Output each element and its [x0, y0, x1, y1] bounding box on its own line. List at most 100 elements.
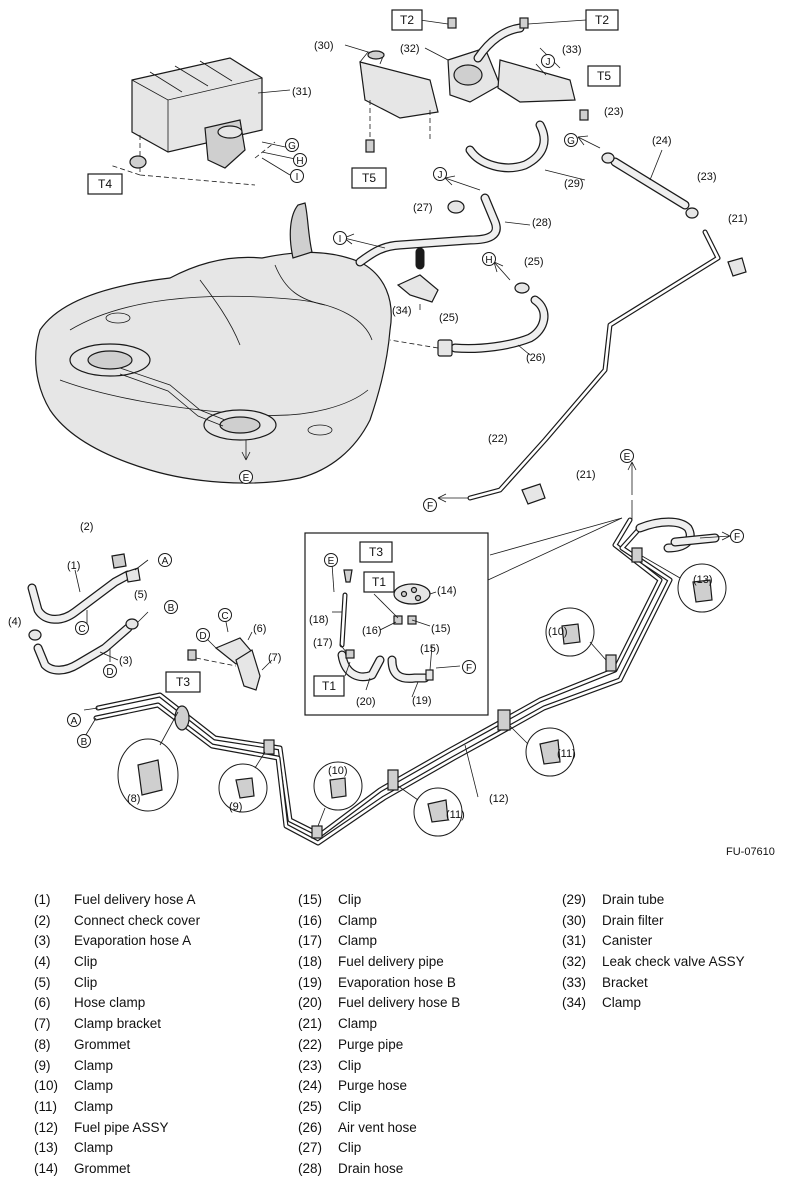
legend-item: (33)Bracket — [562, 973, 745, 994]
legend-item-number: (9) — [34, 1057, 51, 1073]
clip-4 — [28, 629, 42, 641]
legend-item-name: Clip — [338, 1140, 362, 1156]
svg-text:T3: T3 — [176, 675, 190, 689]
legend-item-name: Clip — [338, 1057, 362, 1073]
legend-item: (18)Fuel delivery pipe — [298, 952, 460, 973]
callout-11-left: (11) — [446, 809, 465, 821]
callout-1: (1) — [67, 560, 80, 572]
legend-item-number: (2) — [34, 912, 51, 928]
callout-21-lower: (21) — [576, 469, 596, 481]
legend-item-name: Clip — [338, 1098, 362, 1114]
callout-9: (9) — [229, 801, 242, 813]
legend-item-name: Air vent hose — [338, 1119, 417, 1135]
svg-text:F: F — [466, 663, 472, 674]
svg-text:I: I — [339, 234, 342, 245]
legend-item: (16)Clamp — [298, 911, 460, 932]
figure-code: FU-07610 — [726, 846, 775, 858]
svg-text:D: D — [106, 667, 113, 678]
callout-11-right: (11) — [557, 748, 576, 760]
drain-filter — [344, 44, 439, 140]
legend-item-name: Clamp — [338, 912, 378, 928]
callout-27: (27) — [413, 202, 433, 214]
bolt-t3 — [187, 649, 197, 661]
legend-item-number: (11) — [34, 1098, 58, 1114]
torque-box-t2-left: T2 — [391, 9, 423, 31]
torque-box-t1-inset-upper: T1 — [363, 571, 395, 593]
svg-text:F: F — [734, 532, 740, 543]
connection-marker-g-canister: G — [285, 138, 299, 152]
svg-text:A: A — [162, 556, 169, 567]
svg-text:T3: T3 — [369, 545, 383, 559]
legend-item-name: Canister — [602, 933, 653, 949]
callout-7: (7) — [268, 652, 281, 664]
legend-column-3: (29)Drain tube(30)Drain filter(31)Canist… — [562, 890, 745, 1014]
callout-20: (20) — [356, 696, 376, 708]
connect-check-cover — [111, 553, 141, 583]
legend-item-name: Clip — [74, 974, 98, 990]
purge-hose — [610, 149, 690, 210]
legend-item-number: (15) — [298, 892, 323, 907]
callout-23-upper: (23) — [604, 106, 624, 118]
legend-item-number: (23) — [298, 1057, 323, 1073]
legend-item-number: (22) — [298, 1036, 323, 1052]
svg-text:B: B — [81, 737, 88, 748]
legend-item: (25)Clip — [298, 1097, 460, 1118]
callout-17: (17) — [313, 637, 333, 649]
callout-32: (32) — [400, 43, 420, 55]
svg-text:T5: T5 — [362, 171, 376, 185]
legend-item-name: Connect check cover — [74, 912, 201, 928]
callout-15-upper: (15) — [431, 623, 451, 635]
legend-item-number: (19) — [298, 974, 323, 990]
legend-item-name: Clamp — [74, 1078, 114, 1094]
connection-marker-g-purge: G — [564, 133, 578, 147]
grommet-8 — [117, 705, 190, 812]
legend-item: (34) Clamp — [562, 993, 745, 1014]
fuel-pipe-assy — [93, 500, 720, 846]
legend-item: (5)Clip — [34, 973, 200, 994]
legend-item-name: Drain tube — [602, 892, 665, 907]
clamp-34 — [396, 274, 439, 310]
legend-item-name: Evaporation hose B — [338, 974, 456, 990]
legend-item-name: Clamp — [338, 1016, 378, 1032]
legend-item-name: Fuel pipe ASSY — [74, 1119, 169, 1135]
legend-item: (27)Clip — [298, 1138, 460, 1159]
svg-text:T5: T5 — [597, 69, 611, 83]
clip-27 — [447, 200, 465, 214]
clamp-21-lower — [521, 483, 546, 505]
fuel-tank — [35, 202, 392, 484]
legend-item-name: Evaporation hose A — [74, 933, 192, 949]
torque-box-t5-upper: T5 — [587, 65, 621, 87]
legend-item: (29)Drain tube — [562, 890, 745, 911]
legend-item-number: (34) — [562, 995, 587, 1011]
svg-text:F: F — [427, 501, 433, 512]
bolt-t2-left — [447, 17, 457, 29]
callout-29: (29) — [564, 178, 584, 190]
legend-item: (19) Evaporation hose B — [298, 973, 460, 994]
parts-legend: (1)Fuel delivery hose A(2)Connect check … — [0, 890, 789, 1188]
callout-10-left: (10) — [328, 765, 348, 777]
svg-text:H: H — [296, 156, 303, 167]
clip-25-upper — [514, 282, 530, 294]
legend-item: (12)Fuel pipe ASSY — [34, 1118, 200, 1139]
svg-text:A: A — [71, 716, 78, 727]
callout-2: (2) — [80, 521, 93, 533]
legend-item-name: Clamp — [602, 995, 642, 1011]
svg-text:B: B — [168, 603, 175, 614]
callout-13: (13) — [693, 574, 713, 586]
legend-item: (14)Grommet — [34, 1159, 200, 1180]
legend-item: (3)Evaporation hose A — [34, 931, 200, 952]
bolt-t5-lower — [365, 139, 375, 153]
callout-25-upper: (25) — [524, 256, 544, 268]
bolt-t2-right — [519, 17, 529, 29]
legend-item: (2) Connect check cover — [34, 911, 200, 932]
legend-item: (4)Clip — [34, 952, 200, 973]
clip-15-lower — [425, 669, 434, 681]
torque-box-t5-lower: T5 — [351, 167, 387, 189]
air-vent-hose — [450, 295, 549, 356]
callout-24: (24) — [652, 135, 672, 147]
callout-3: (3) — [119, 655, 132, 667]
legend-item: (31)Canister — [562, 931, 745, 952]
legend-item: (7)Clamp bracket — [34, 1014, 200, 1035]
callout-12: (12) — [489, 793, 509, 805]
legend-item-number: (30) — [562, 912, 587, 928]
